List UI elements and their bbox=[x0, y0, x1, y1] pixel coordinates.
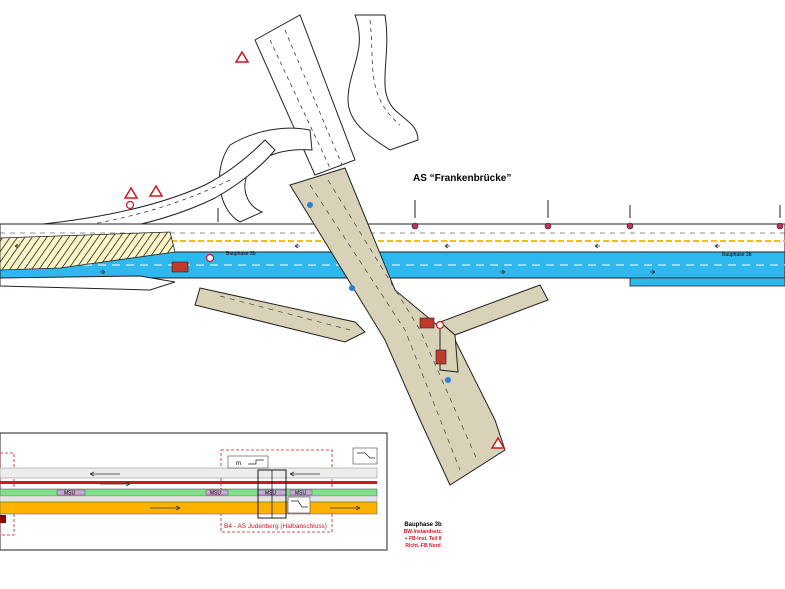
direction-arrows bbox=[14, 243, 720, 275]
inset-lane-orange bbox=[0, 501, 378, 515]
phase-legend: Bauphase 3b BW-Instandsetz. + FB-Inst. T… bbox=[388, 522, 458, 550]
inset-sign-left bbox=[227, 455, 269, 469]
posts bbox=[217, 200, 781, 222]
phase-legend-line-2: + FB-Inst. Teil II bbox=[404, 536, 442, 542]
phase-tag-left: Bauphase 3b bbox=[226, 251, 256, 257]
west-hatched-taper bbox=[0, 231, 176, 271]
phase-tag-right: Bauphase 3b bbox=[722, 252, 752, 258]
phase-legend-line-3: Richt.-FB Nord bbox=[405, 543, 441, 549]
phase-legend-line-1: BW-Instandsetz. bbox=[403, 529, 443, 535]
flyover-lane-markings bbox=[219, 179, 479, 471]
inset-sign-lower bbox=[287, 496, 311, 514]
inset-lane-tag-2: MSU bbox=[210, 491, 222, 497]
inset-diagram: MSU MSU MSU MSU m B4 - AS Judenberg (Hal… bbox=[0, 432, 388, 551]
inset-lane-white bbox=[0, 467, 378, 479]
inset-caption: B4 - AS Judenberg (Halbanschluss) bbox=[224, 523, 327, 530]
inset-sign-right bbox=[352, 447, 378, 465]
traffic-signs bbox=[123, 50, 784, 449]
inset-red-marker bbox=[0, 515, 6, 523]
inset-lane-green bbox=[0, 488, 378, 497]
main-road-blue-shoulder bbox=[629, 277, 785, 287]
plan-title: AS “Frankenbrücke” bbox=[413, 173, 512, 184]
inset-lane-grey bbox=[0, 495, 378, 503]
inset-sign-left-text: m bbox=[236, 461, 241, 467]
inset-lane-tag-1: MSU bbox=[64, 491, 76, 497]
inset-lane-red bbox=[0, 481, 377, 484]
north-lane-markings bbox=[9, 19, 401, 235]
inset-lane-tag-4: MSU bbox=[295, 491, 307, 497]
inset-arrows bbox=[89, 471, 361, 511]
south-west-ramp bbox=[0, 275, 176, 291]
phase-legend-title: Bauphase 3b bbox=[404, 522, 442, 528]
north-approach-roads bbox=[0, 14, 419, 243]
inset-lane-tag-3: MSU bbox=[265, 491, 277, 497]
